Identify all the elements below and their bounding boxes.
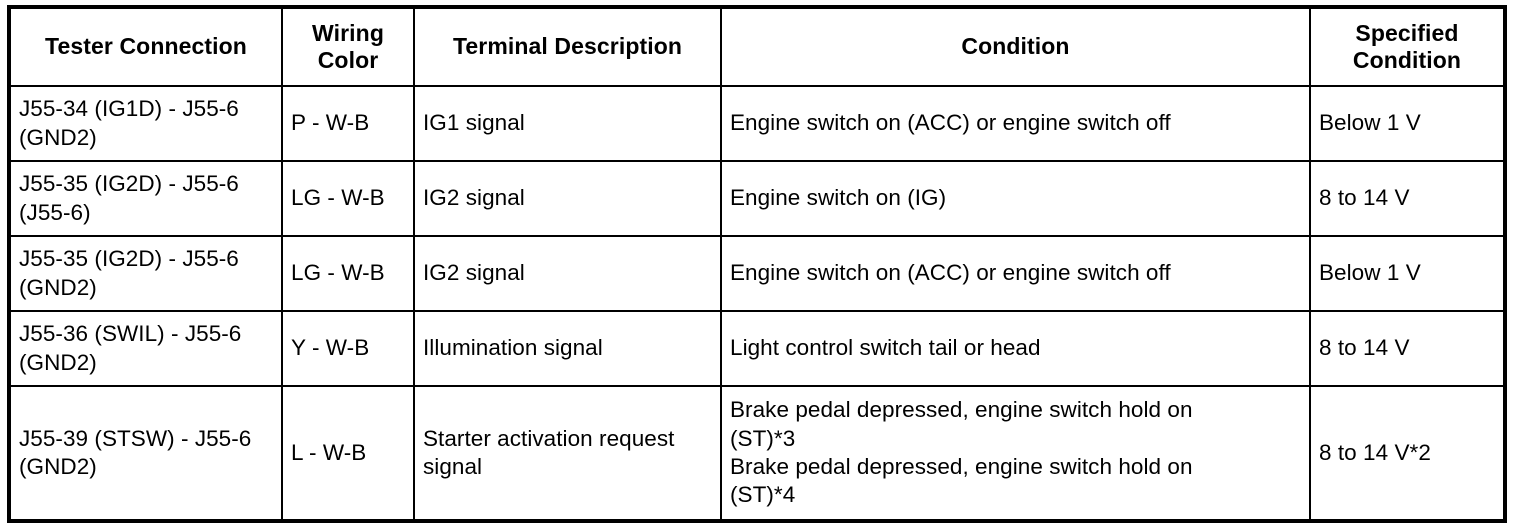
table-row: J55-39 (STSW) - J55-6 (GND2) L - W-B Sta…	[8, 385, 1506, 522]
cell-tester-connection: J55-35 (IG2D) - J55-6 (J55-6)	[8, 160, 283, 237]
cell-condition: Engine switch on (IG)	[720, 160, 1311, 237]
column-header-tester-connection: Tester Connection	[8, 6, 283, 87]
cell-wiring-color: P - W-B	[281, 85, 415, 162]
cell-wiring-color: Y - W-B	[281, 310, 415, 387]
table-row: J55-34 (IG1D) - J55-6 (GND2) P - W-B IG1…	[8, 85, 1506, 162]
cell-wiring-color: L - W-B	[281, 385, 415, 522]
column-header-wiring-color: Wiring Color	[281, 6, 415, 87]
cell-tester-connection: J55-35 (IG2D) - J55-6 (GND2)	[8, 235, 283, 312]
cell-wiring-color: LG - W-B	[281, 235, 415, 312]
table-row: J55-36 (SWIL) - J55-6 (GND2) Y - W-B Ill…	[8, 310, 1506, 387]
page-root: Tester Connection Wiring Color Terminal …	[7, 5, 1507, 523]
column-header-terminal-description: Terminal Description	[413, 6, 722, 87]
table-body: J55-34 (IG1D) - J55-6 (GND2) P - W-B IG1…	[8, 85, 1506, 522]
column-header-condition: Condition	[720, 6, 1311, 87]
cell-condition: Engine switch on (ACC) or engine switch …	[720, 85, 1311, 162]
table-row: J55-35 (IG2D) - J55-6 (J55-6) LG - W-B I…	[8, 160, 1506, 237]
cell-tester-connection: J55-36 (SWIL) - J55-6 (GND2)	[8, 310, 283, 387]
cell-specified-condition: 8 to 14 V	[1309, 160, 1506, 237]
cell-specified-condition: 8 to 14 V	[1309, 310, 1506, 387]
inspection-spec-table: Tester Connection Wiring Color Terminal …	[7, 5, 1507, 523]
cell-terminal-description: Starter activation request signal	[413, 385, 722, 522]
header-row: Tester Connection Wiring Color Terminal …	[8, 6, 1506, 87]
cell-specified-condition: Below 1 V	[1309, 235, 1506, 312]
table-row: J55-35 (IG2D) - J55-6 (GND2) LG - W-B IG…	[8, 235, 1506, 312]
table-header: Tester Connection Wiring Color Terminal …	[8, 6, 1506, 87]
cell-terminal-description: Illumination signal	[413, 310, 722, 387]
cell-wiring-color: LG - W-B	[281, 160, 415, 237]
cell-specified-condition: Below 1 V	[1309, 85, 1506, 162]
cell-terminal-description: IG2 signal	[413, 235, 722, 312]
cell-condition: Brake pedal depressed, engine switch hol…	[720, 385, 1311, 522]
cell-condition: Light control switch tail or head	[720, 310, 1311, 387]
cell-tester-connection: J55-39 (STSW) - J55-6 (GND2)	[8, 385, 283, 522]
cell-terminal-description: IG2 signal	[413, 160, 722, 237]
cell-condition: Engine switch on (ACC) or engine switch …	[720, 235, 1311, 312]
column-header-specified-condition: Specified Condition	[1309, 6, 1506, 87]
cell-tester-connection: J55-34 (IG1D) - J55-6 (GND2)	[8, 85, 283, 162]
cell-specified-condition: 8 to 14 V*2	[1309, 385, 1506, 522]
cell-terminal-description: IG1 signal	[413, 85, 722, 162]
